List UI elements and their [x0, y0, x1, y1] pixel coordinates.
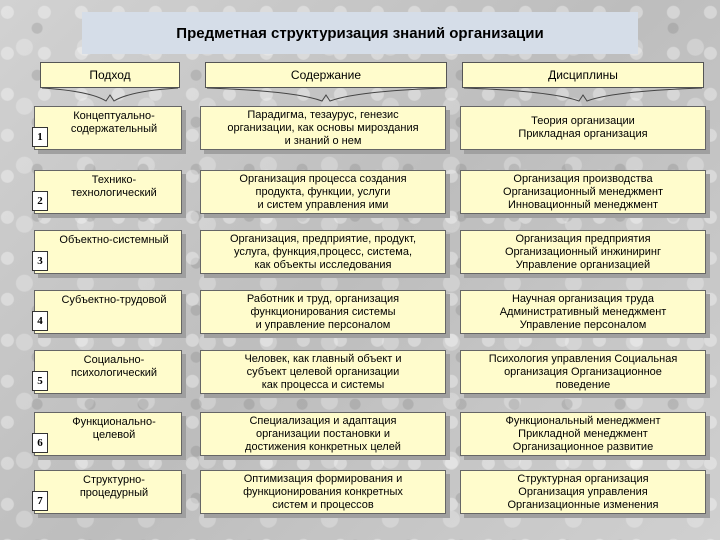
- row-number-badge: 6: [32, 433, 48, 453]
- approach-cell: Структурно- процедурный 7: [32, 470, 182, 514]
- header-disciplines: Дисциплины: [462, 62, 704, 88]
- approach-cell: Субъектно-трудовой 4: [32, 290, 182, 334]
- disciplines-cell: Организация производства Организационный…: [460, 170, 706, 214]
- disciplines-cell: Теория организации Прикладная организаци…: [460, 106, 706, 150]
- diagram-title: Предметная структуризация знаний организ…: [176, 24, 544, 42]
- row-number-badge: 5: [32, 371, 48, 391]
- content-cell: Человек, как главный объект и субъект це…: [200, 350, 446, 394]
- content-cell: Работник и труд, организация функциониро…: [200, 290, 446, 334]
- row-number-badge: 1: [32, 127, 48, 147]
- approach-label: Субъектно-трудовой: [61, 294, 167, 306]
- row-number-badge: 4: [32, 311, 48, 331]
- approach-label: Социально- психологический: [70, 354, 158, 379]
- approach-label: Функционально- целевой: [72, 416, 156, 441]
- approach-label: Структурно- процедурный: [79, 474, 149, 499]
- content-cell: Организация, предприятие, продукт, услуг…: [200, 230, 446, 274]
- title-bar: Предметная структуризация знаний организ…: [82, 12, 638, 54]
- approach-cell: Социально- психологический 5: [32, 350, 182, 394]
- approach-label: Технико- технологический: [71, 174, 157, 199]
- approach-cell: Функционально- целевой 6: [32, 412, 182, 456]
- disciplines-cell: Организация предприятия Организационный …: [460, 230, 706, 274]
- disciplines-cell: Структурная организация Организация упра…: [460, 470, 706, 514]
- header-content-arrow: [206, 87, 446, 102]
- approach-label: Объектно-системный: [59, 234, 169, 246]
- disciplines-cell: Научная организация труда Административн…: [460, 290, 706, 334]
- header-content: Содержание: [205, 62, 447, 88]
- approach-cell: Объектно-системный 3: [32, 230, 182, 274]
- row-number-badge: 7: [32, 491, 48, 511]
- disciplines-cell: Психология управления Социальная организ…: [460, 350, 706, 394]
- row-number-badge: 2: [32, 191, 48, 211]
- content-cell: Оптимизация формирования и функционирова…: [200, 470, 446, 514]
- content-cell: Парадигма, тезаурус, генезис организации…: [200, 106, 446, 150]
- disciplines-cell: Функциональный менеджмент Прикладной мен…: [460, 412, 706, 456]
- header-disciplines-arrow: [463, 87, 703, 102]
- approach-label: Концептуально- содержательный: [70, 110, 158, 135]
- row-number-badge: 3: [32, 251, 48, 271]
- approach-cell: Концептуально- содержательный 1: [32, 106, 182, 150]
- content-cell: Специализация и адаптация организации по…: [200, 412, 446, 456]
- content-cell: Организация процесса создания продукта, …: [200, 170, 446, 214]
- header-approach-arrow: [41, 87, 179, 102]
- header-approach: Подход: [40, 62, 180, 88]
- approach-cell: Технико- технологический 2: [32, 170, 182, 214]
